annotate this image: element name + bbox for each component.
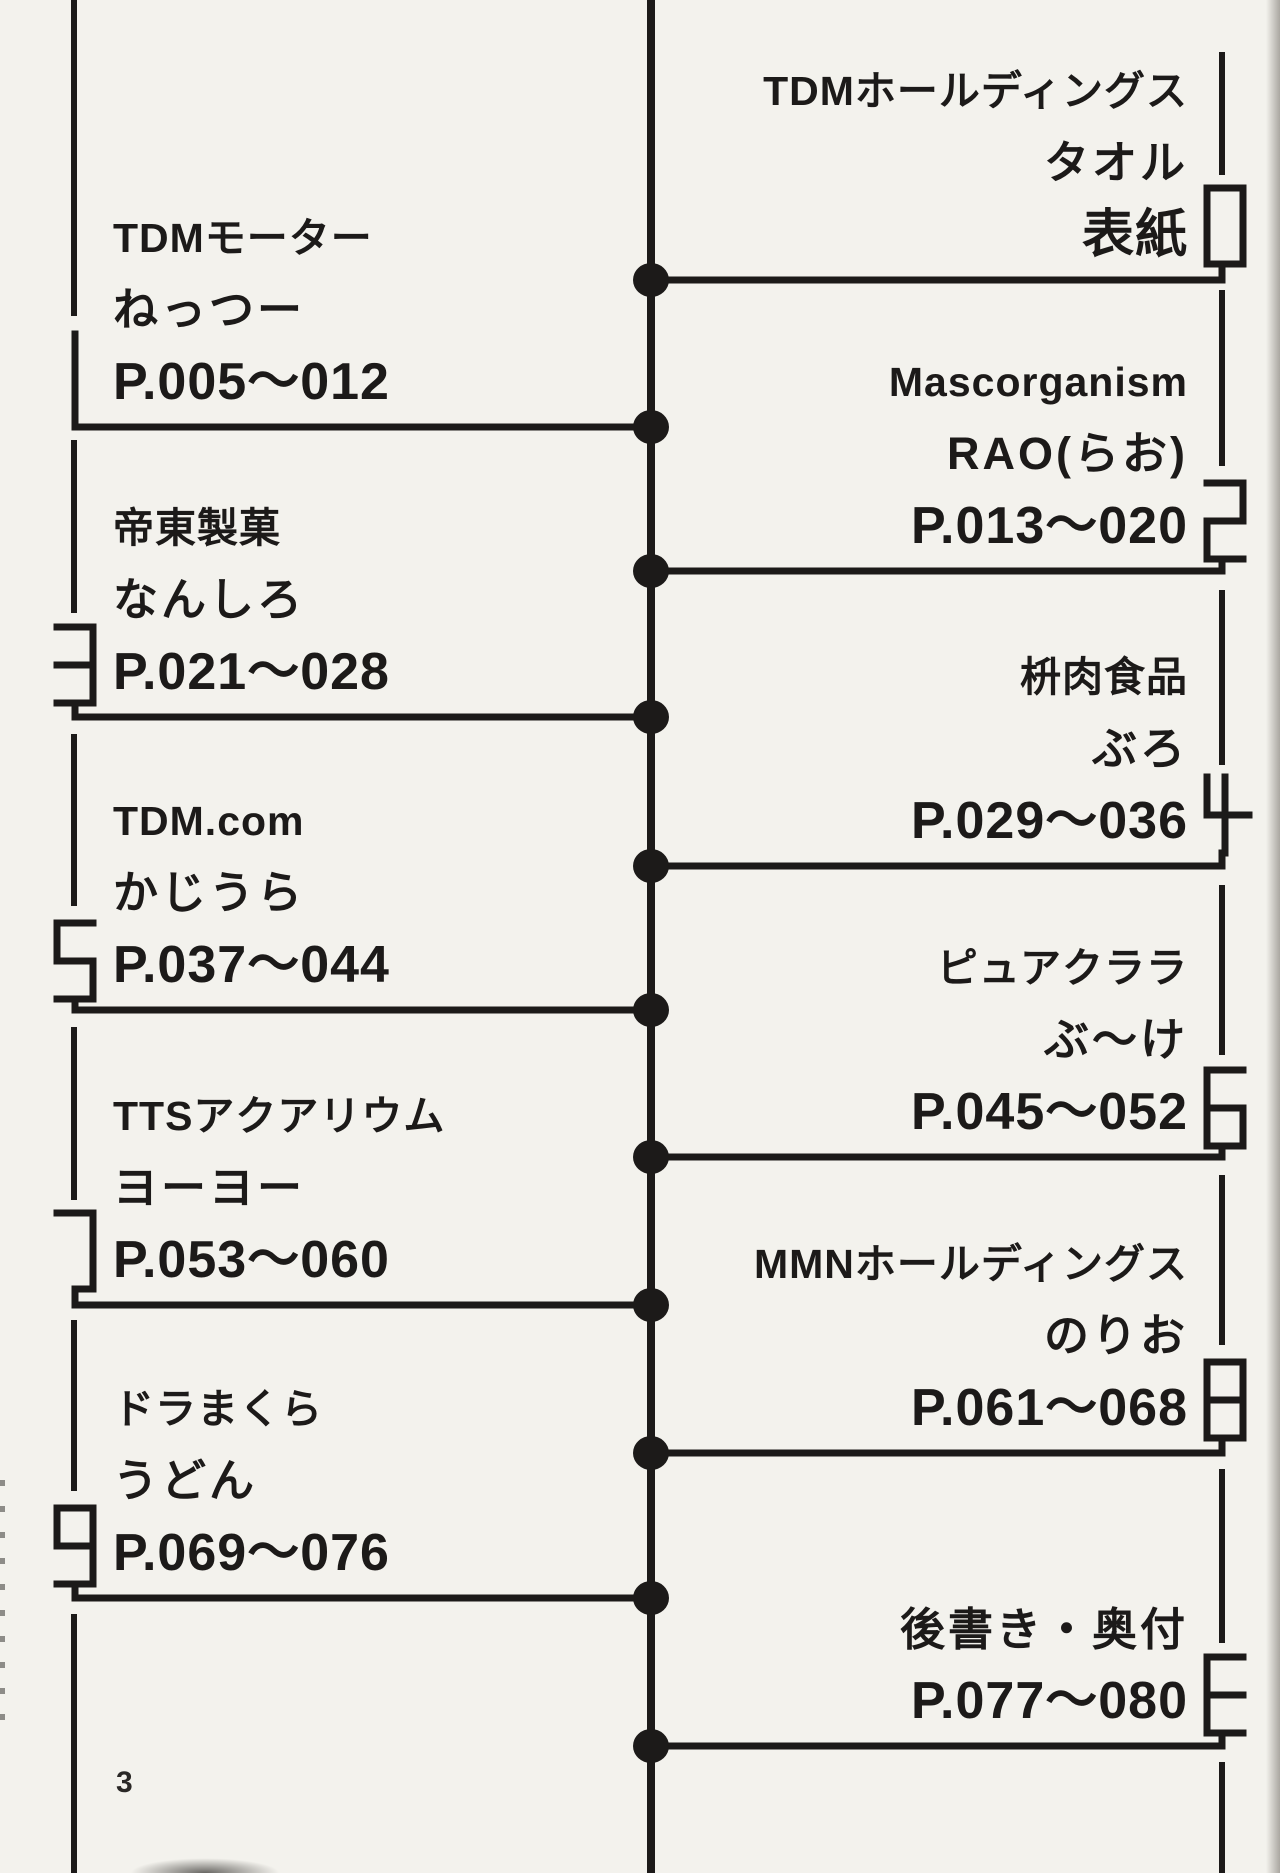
page-range: P.029〜036 <box>911 792 1188 850</box>
page-range: P.069〜076 <box>113 1524 390 1582</box>
author-name: ぶ〜け <box>1043 1014 1188 1065</box>
circle-name: Mascorganism <box>888 359 1188 405</box>
chapter-tab-5-icon <box>53 919 97 1014</box>
page-range: 表紙 <box>1081 206 1188 264</box>
author-name: かじうら <box>113 867 306 918</box>
circle-name: ドラまくら <box>113 1386 323 1432</box>
author-name: ぶろ <box>1091 723 1188 774</box>
page-range: P.053〜060 <box>113 1231 390 1289</box>
chapter-tab-3-icon <box>53 623 97 721</box>
circle-name: ピュアクララ <box>936 945 1188 991</box>
junction-dot-icon <box>633 1729 669 1763</box>
author-name: なんしろ <box>113 574 306 625</box>
scan-artifact-bottom <box>130 1858 280 1873</box>
circle-name: 枡肉食品 <box>1020 654 1188 700</box>
chapter-tab-7-icon <box>53 1209 97 1309</box>
page-range: P.021〜028 <box>113 643 390 701</box>
page-range: P.045〜052 <box>911 1083 1188 1141</box>
page-range: P.077〜080 <box>911 1672 1188 1730</box>
chapter-tab-4-icon <box>1203 773 1253 870</box>
junction-dot-icon <box>633 263 669 297</box>
author-name: のりお <box>1043 1310 1188 1361</box>
junction-dot-icon <box>633 849 669 883</box>
scan-artifact-left <box>0 1480 5 1730</box>
page-range: P.013〜020 <box>911 497 1188 555</box>
circle-name: MMNホールディングス <box>753 1241 1188 1287</box>
junction-dot-icon <box>633 1140 669 1174</box>
chapter-tab-2-icon <box>1203 479 1247 575</box>
circle-name: TDMモーター <box>113 215 373 261</box>
circle-name: TDMホールディングス <box>763 68 1188 114</box>
author-name: うどん <box>113 1455 258 1506</box>
author-name: タオル <box>1043 137 1188 188</box>
circle-name: 後書き・奥付 <box>899 1604 1188 1655</box>
chapter-tab-8-icon <box>1203 1358 1247 1457</box>
page-number: 3 <box>116 1766 133 1799</box>
author-name: ヨーヨー <box>113 1162 306 1213</box>
circle-name: TTSアクアリウム <box>113 1093 446 1139</box>
page-range: P.037〜044 <box>113 936 390 994</box>
junction-dot-icon <box>633 993 669 1027</box>
chapter-tab-0-icon <box>1203 184 1247 284</box>
junction-dot-icon <box>633 410 669 444</box>
junction-dot-icon <box>633 554 669 588</box>
chapter-tab-E-icon <box>1203 1653 1247 1750</box>
page-range: P.061〜068 <box>911 1379 1188 1437</box>
page-range: P.005〜012 <box>113 353 390 411</box>
junction-dot-icon <box>633 1288 669 1322</box>
scan-edge-shadow <box>1266 0 1280 1873</box>
author-name: RAO(らお) <box>947 428 1188 479</box>
circle-name: TDM.com <box>113 798 305 844</box>
junction-dot-icon <box>633 1436 669 1470</box>
author-name: ねっつー <box>113 284 306 335</box>
chapter-tab-9-icon <box>53 1504 97 1602</box>
circle-name: 帝東製菓 <box>113 505 281 551</box>
junction-dot-icon <box>633 700 669 734</box>
junction-dot-icon <box>633 1581 669 1615</box>
chapter-tab-6-icon <box>1203 1066 1247 1161</box>
